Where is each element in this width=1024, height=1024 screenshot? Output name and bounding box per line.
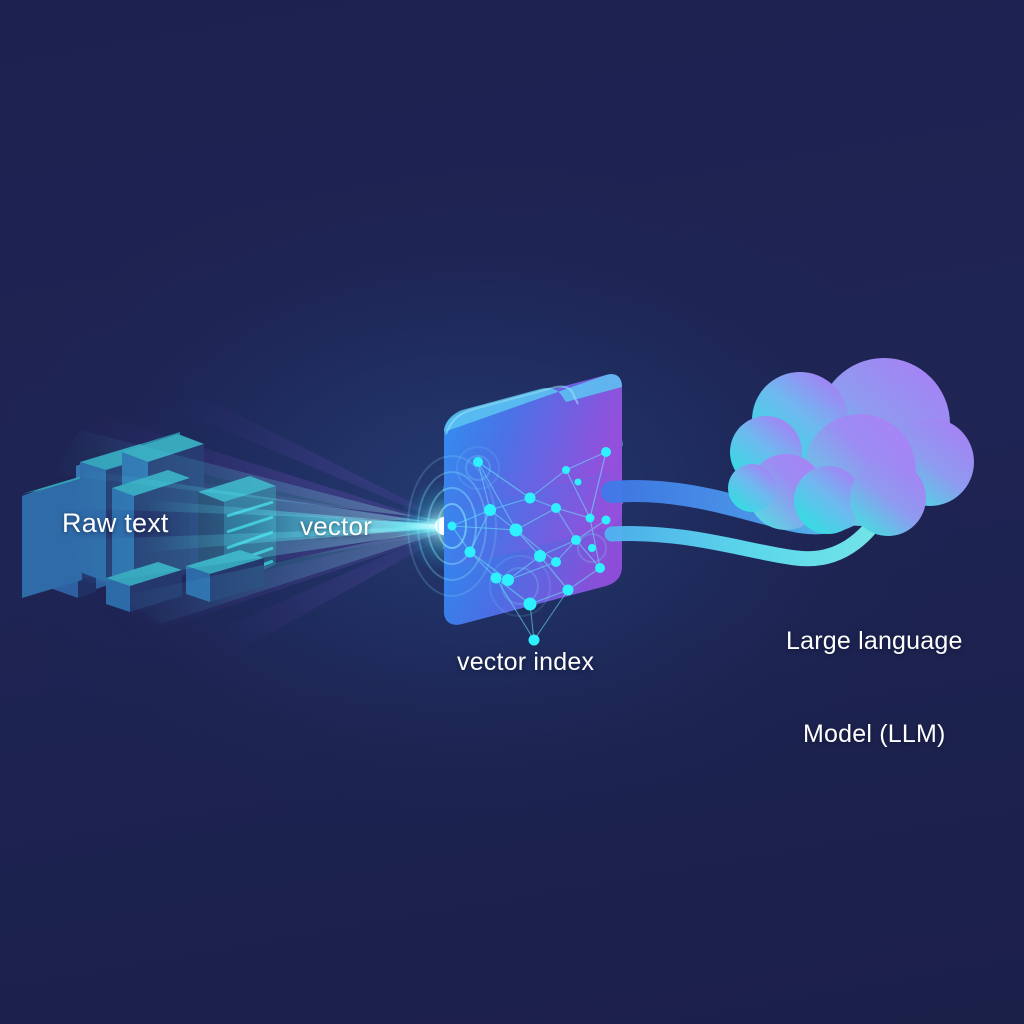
index-layer-top — [444, 374, 622, 511]
label-vector-index: vector index — [457, 648, 595, 676]
label-llm: Large language Model (LLM) — [786, 564, 963, 812]
network-nodes — [447, 447, 611, 646]
label-vector: vector — [300, 511, 373, 541]
label-llm-line1: Large language — [786, 627, 963, 655]
label-raw-text: Raw text — [62, 508, 169, 538]
database-stack-icon — [407, 374, 623, 646]
entry-rings-icon — [407, 446, 607, 617]
label-llm-line2: Model (LLM) — [803, 720, 946, 748]
cloud-icon — [728, 358, 974, 536]
light-beam-icon — [52, 430, 490, 624]
